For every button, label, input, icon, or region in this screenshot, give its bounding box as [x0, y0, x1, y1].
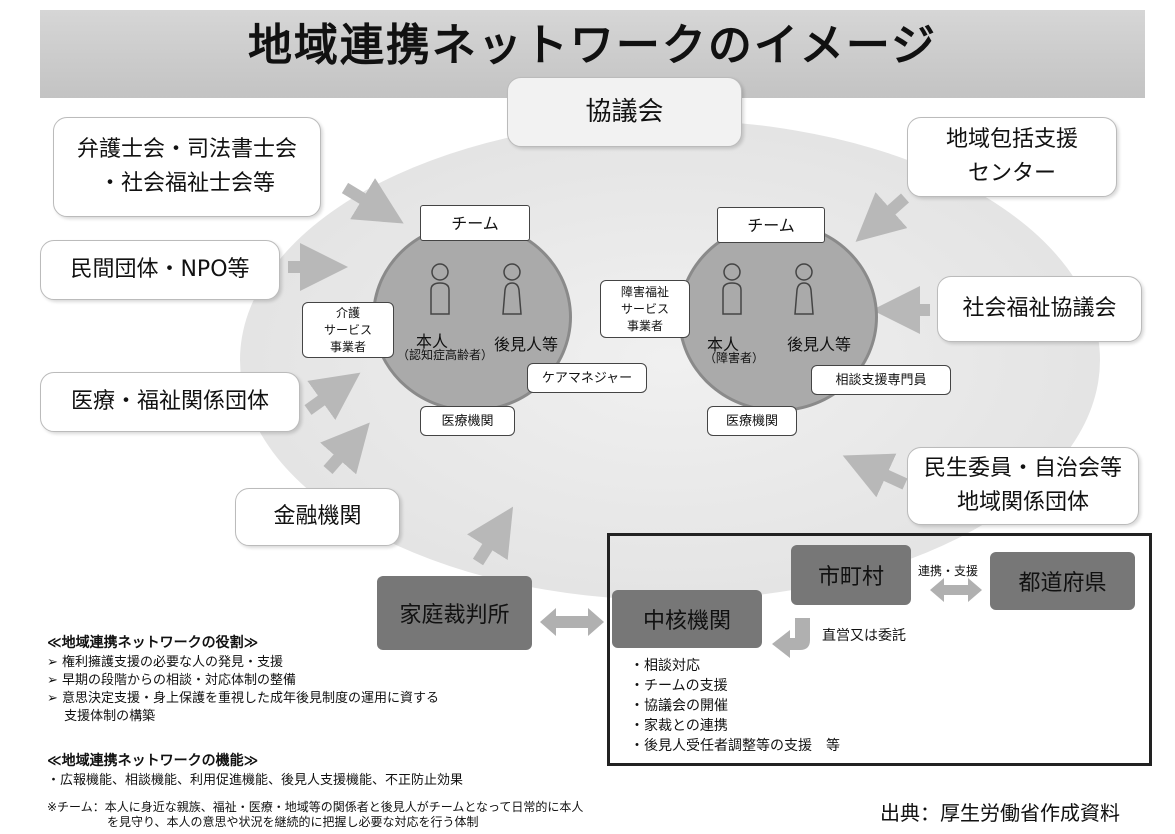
person-icons-left — [430, 263, 522, 315]
core-function-item: ・チームの支援 — [630, 678, 728, 694]
private-orgs-box: 民間団体・NPO等 — [40, 240, 280, 300]
arrow-lawyers — [341, 178, 404, 224]
cooperation-label: 連携・支援 — [918, 564, 979, 578]
arrow-community — [855, 192, 909, 242]
team-label-right-text: チーム — [747, 215, 795, 235]
care-manager-label: ケアマネジャー — [541, 370, 633, 386]
person-head-left — [431, 263, 449, 281]
finance-box: 金融機関 — [235, 488, 400, 546]
disability-provider-label: 障害福祉 サービス 事業者 — [620, 284, 669, 333]
guardian-label-left: 後見人等 — [494, 335, 559, 354]
core-function-item: ・後見人受任者調整等の支援 等 — [630, 738, 840, 754]
core-agency-label: 中核機関 — [642, 609, 731, 634]
page-title: 地域連携ネットワークのイメージ — [247, 20, 938, 71]
core-function-item: ・協議会の開催 — [630, 698, 728, 714]
medical-welfare-box: 医療・福祉関係団体 — [40, 372, 300, 432]
municipality-box: 市町村 — [791, 545, 911, 605]
person-body-left — [430, 282, 450, 315]
functions-heading: ≪地域連携ネットワークの機能≫ — [47, 753, 259, 769]
guardian-head-left — [503, 263, 521, 281]
prefecture-label: 都道府県 — [1018, 571, 1107, 596]
person-icons-right — [722, 263, 814, 315]
community-center-box: 地域包括支援 センター — [907, 117, 1117, 197]
roles-list: ➢ 権利擁護支援の必要な人の発見・支援 ➢ 早期の段階からの相談・対応体制の整備… — [47, 654, 439, 726]
source-citation: 出典：厚生労働省作成資料 — [880, 801, 1120, 825]
municipality-label: 市町村 — [817, 565, 884, 590]
person-label-left: 本人 — [416, 332, 449, 351]
role-item: ➢ 早期の段階からの相談・対応体制の整備 — [47, 673, 297, 688]
care-manager-box: ケアマネジャー — [527, 363, 647, 393]
team-label-left: チーム — [420, 205, 530, 241]
lawyers-box: 弁護士会・司法書士会 ・社会福祉士会等 — [53, 117, 321, 217]
person-head-right — [723, 263, 741, 281]
arrow-court-core — [540, 608, 604, 636]
core-function-item: ・相談対応 — [630, 658, 700, 674]
arrow-commissioners — [842, 453, 908, 498]
care-provider-label: 介護 サービス 事業者 — [323, 305, 372, 354]
functions-text: ・広報機能、相談機能、利用促進機能、後見人支援機能、不正防止効果 — [47, 773, 464, 788]
person-body-right — [722, 282, 742, 315]
social-welfare-council-box: 社会福祉協議会 — [937, 276, 1142, 342]
private-orgs-label: 民間団体・NPO等 — [70, 257, 250, 282]
roles-heading: ≪地域連携ネットワークの役割≫ — [47, 635, 259, 651]
arrow-muni-core — [772, 618, 810, 658]
core-function-item: ・家裁との連携 — [630, 718, 728, 734]
guardian-body-right — [794, 282, 814, 315]
council-label: 協議会 — [585, 97, 664, 127]
consultant-label: 相談支援専門員 — [835, 372, 927, 388]
team-label-right: チーム — [717, 207, 825, 243]
medical-label-left: 医療機関 — [441, 413, 494, 429]
team-note-line-1: ※チーム：本人に身近な親族、福祉・医療・地域等の関係者と後見人がチームとなって日… — [47, 800, 584, 814]
family-court-label: 家庭裁判所 — [399, 603, 510, 628]
role-item: ➢ 権利擁護支援の必要な人の発見・支援 — [47, 655, 284, 670]
care-provider-box: 介護 サービス 事業者 — [302, 302, 394, 358]
team-label-left-text: チーム — [451, 213, 499, 233]
medical-label-right: 医療機関 — [725, 413, 778, 429]
finance-label: 金融機関 — [273, 504, 362, 529]
arrow-medical-welfare — [304, 372, 361, 420]
arrow-finance-1 — [320, 422, 370, 475]
prefecture-box: 都道府県 — [990, 552, 1135, 610]
council-box: 協議会 — [507, 77, 742, 147]
lawyers-label: 弁護士会・司法書士会 ・社会福祉士会等 — [76, 137, 297, 196]
guardian-label-right: 後見人等 — [787, 335, 852, 354]
medical-box-right: 医療機関 — [707, 406, 797, 436]
disability-provider-box: 障害福祉 サービス 事業者 — [600, 280, 690, 338]
family-court-box: 家庭裁判所 — [377, 576, 532, 650]
guardian-body-left — [502, 282, 522, 315]
welfare-commissioners-box: 民生委員・自治会等 地域関係団体 — [907, 447, 1139, 525]
welfare-commissioners-label: 民生委員・自治会等 地域関係団体 — [923, 456, 1122, 515]
medical-welfare-label: 医療・福祉関係団体 — [70, 389, 269, 414]
social-welfare-council-label: 社会福祉協議会 — [962, 296, 1117, 321]
direct-label: 直営又は委託 — [822, 628, 906, 644]
consultant-box: 相談支援専門員 — [811, 365, 951, 395]
community-center-label: 地域包括支援 センター — [945, 127, 1078, 186]
guardian-head-right — [795, 263, 813, 281]
person-note-left: （認知症高齢者） — [397, 348, 494, 362]
person-note-right: （障害者） — [704, 351, 765, 365]
core-functions-list: ・相談対応 ・チームの支援 ・協議会の開催 ・家裁との連携 ・後見人受任者調整等… — [630, 656, 840, 756]
core-agency-box: 中核機関 — [612, 590, 762, 648]
team-note-line-2: を見守り、本人の意思や状況を継続的に把握し必要な対応を行う体制 — [47, 815, 479, 829]
role-item: 支援体制の構築 — [47, 709, 156, 724]
arrow-finance-2 — [467, 506, 514, 566]
role-item: ➢ 意思決定支援・身上保護を重視した成年後見制度の運用に資する — [47, 691, 440, 706]
person-label-right: 本人 — [707, 335, 740, 354]
arrow-muni-pref — [930, 578, 982, 602]
medical-box-left: 医療機関 — [420, 406, 515, 436]
core-agency-frame — [607, 533, 1152, 766]
